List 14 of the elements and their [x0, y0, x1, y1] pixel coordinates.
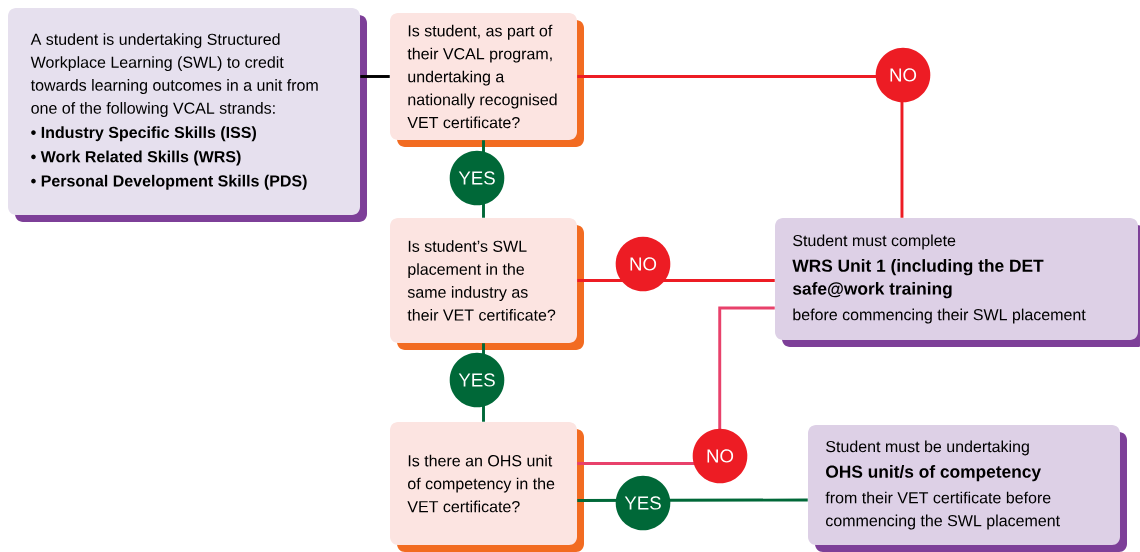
edge-label: NO — [875, 47, 931, 103]
edge-label: NO — [615, 236, 671, 292]
connector-line — [360, 75, 390, 78]
edge-label: YES — [449, 150, 505, 206]
connector-line — [577, 75, 904, 218]
edge-label: NO — [692, 428, 748, 484]
edge-label: YES — [615, 475, 671, 531]
outcome-box: Student must be undertaking OHS unit/s of competency from their VET certificate before commencing the SWL placement — [808, 425, 1127, 552]
question-box: Is student’s SWL placement in the same industry as their VET certificate? — [390, 218, 584, 350]
edge-label: YES — [449, 352, 505, 408]
outcome-box: Student must complete WRS Unit 1 (including the DET safe@work training before commencing their SWL placement — [775, 218, 1140, 347]
question-box: Is there an OHS unit of competency in the VET certificate? — [390, 422, 584, 552]
question-box: Is student, as part of their VCAL program, undertaking a nationally recognised VET certificate? — [390, 13, 584, 147]
intro-box: A student is undertaking Structured Workplace Learning (SWL) to credit towards learning outcomes in a unit from one of the following VCAL strands: • Industry Specific Skills (ISS) • Work Related Skills (WRS) • Personal Development Skills (PDS) — [8, 8, 367, 222]
